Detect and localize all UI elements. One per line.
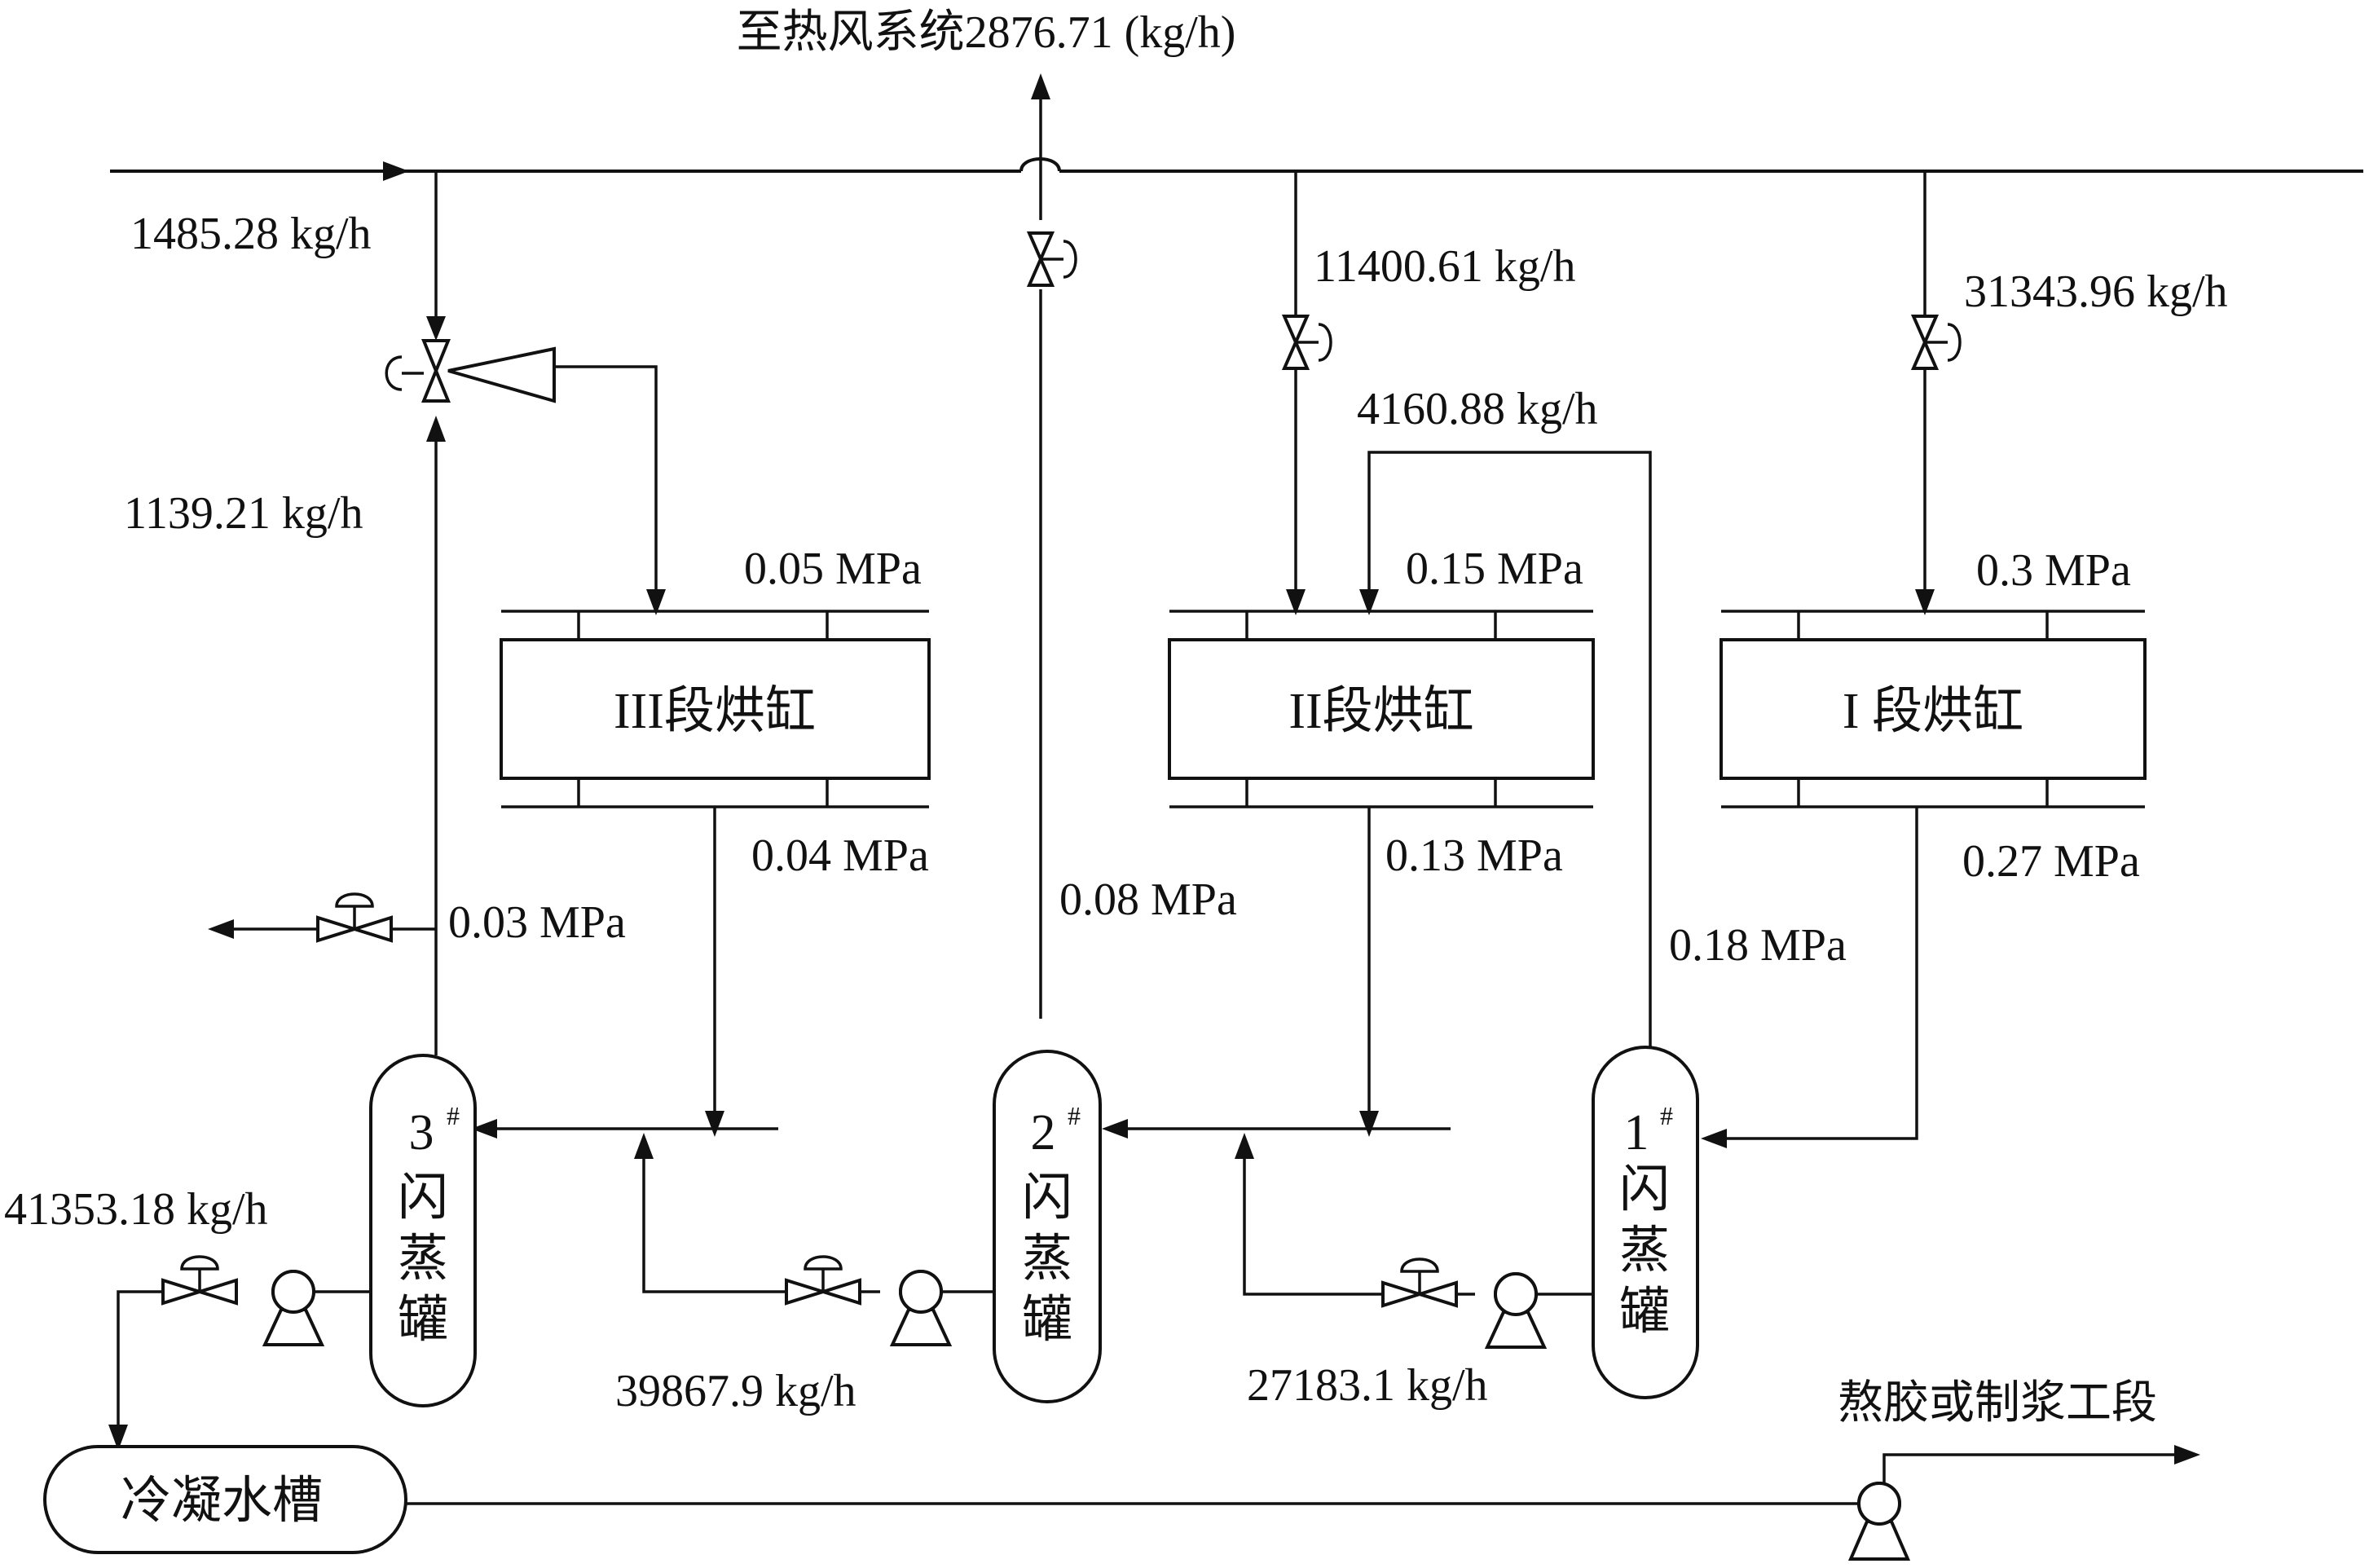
- thermocompressor[interactable]: [385, 339, 556, 403]
- supply-line-1: [1910, 171, 1962, 615]
- supply-line-2: [1281, 171, 1332, 615]
- dryer-3-label: III段烘缸: [614, 684, 816, 739]
- svg-text:罐: 罐: [1022, 1293, 1072, 1348]
- compressor-discharge-line: [554, 365, 666, 615]
- flow-11400: 11400.61 kg/h: [1314, 241, 1575, 292]
- pressure-015: 0.15 MPa: [1406, 544, 1583, 594]
- svg-text:罐: 罐: [1619, 1284, 1670, 1340]
- flow-1139: 1139.21 kg/h: [124, 488, 363, 539]
- dryer-2-label: II段烘缸: [1288, 684, 1473, 739]
- pressure-013: 0.13 MPa: [1385, 830, 1563, 881]
- flow-41353: 41353.18 kg/h: [4, 1184, 268, 1235]
- steam-header: [110, 157, 2363, 181]
- valve-flash3[interactable]: [161, 1255, 238, 1306]
- dryer-3-outlet: [471, 807, 778, 1139]
- flash-tank-1: 1 # 闪 蒸 罐: [1592, 1046, 1699, 1399]
- pressure-027: 0.27 MPa: [1962, 836, 2140, 887]
- svg-text:蒸: 蒸: [398, 1231, 448, 1287]
- flash-tank-3: 3 # 闪 蒸 罐: [369, 1054, 477, 1407]
- valve-flash2[interactable]: [785, 1255, 861, 1306]
- flow-4160: 4160.88 kg/h: [1357, 384, 1598, 434]
- header-inlet-arrow: [383, 161, 409, 181]
- condensate-tank-label: 冷凝水槽: [121, 1473, 323, 1529]
- valve-2-supply[interactable]: [1281, 315, 1332, 370]
- condensate-tank: 冷凝水槽: [43, 1445, 407, 1554]
- pressure-018: 0.18 MPa: [1669, 920, 1847, 971]
- pressure-03: 0.3 MPa: [1976, 545, 2131, 596]
- svg-text:闪: 闪: [398, 1170, 448, 1226]
- pump-3[interactable]: [262, 1270, 325, 1346]
- flash-tank-1-num: 1: [1624, 1105, 1649, 1161]
- dryer-2: II段烘缸: [1168, 610, 1595, 808]
- dryer-2-outlet: [1102, 807, 1451, 1139]
- svg-text:闪: 闪: [1619, 1162, 1670, 1218]
- pressure-005: 0.05 MPa: [744, 544, 922, 594]
- dryer-3: III段烘缸: [500, 610, 931, 808]
- svg-text:闪: 闪: [1022, 1170, 1072, 1226]
- svg-text:蒸: 蒸: [1022, 1231, 1072, 1287]
- flow-1485: 1485.28 kg/h: [130, 209, 372, 259]
- vent-line: [208, 892, 436, 943]
- valve-flash1[interactable]: [1381, 1257, 1458, 1308]
- svg-text:#: #: [447, 1101, 460, 1130]
- hot-air-label: 至热风系统2876.71 (kg/h): [737, 7, 1236, 58]
- supply-line-3: [426, 171, 446, 341]
- svg-text:罐: 罐: [398, 1293, 448, 1348]
- hot-air-outlet-line: [1026, 73, 1077, 1019]
- flash3-liquid-line: [108, 1255, 371, 1451]
- flash1-steam-line: [1359, 451, 1652, 1047]
- flash2-liquid-line: [634, 1133, 994, 1346]
- dryer-1: I 段烘缸: [1720, 610, 2147, 808]
- flow-31343: 31343.96 kg/h: [1964, 266, 2228, 317]
- flow-39867: 39867.9 kg/h: [615, 1366, 856, 1416]
- flash1-liquid-line: [1235, 1133, 1593, 1349]
- flash3-steam-line: [426, 416, 446, 1055]
- pressure-004: 0.04 MPa: [751, 830, 929, 881]
- valve-2-outlet[interactable]: [1026, 231, 1077, 287]
- dryer-1-label: I 段烘缸: [1843, 684, 2023, 739]
- pump-1[interactable]: [1484, 1272, 1548, 1349]
- flash-tank-3-num: 3: [409, 1105, 434, 1161]
- pressure-003: 0.03 MPa: [448, 897, 626, 948]
- pressure-008: 0.08 MPa: [1059, 874, 1237, 925]
- outlet-label: 熬胶或制浆工段: [1838, 1378, 2157, 1429]
- dryer-1-outlet: [1701, 807, 1918, 1148]
- flash-tank-2: 2 # 闪 蒸 罐: [993, 1050, 1102, 1403]
- svg-text:蒸: 蒸: [1619, 1223, 1670, 1279]
- svg-text:#: #: [1068, 1101, 1081, 1130]
- valve-1-supply[interactable]: [1910, 315, 1962, 370]
- flow-27183: 27183.1 kg/h: [1247, 1360, 1488, 1411]
- pump-2[interactable]: [889, 1270, 953, 1346]
- flash-tank-2-num: 2: [1031, 1105, 1056, 1161]
- svg-text:#: #: [1660, 1101, 1673, 1130]
- pump-outlet[interactable]: [1847, 1482, 1911, 1561]
- condensate-outlet-line: [406, 1445, 2200, 1561]
- vent-valve[interactable]: [316, 892, 393, 943]
